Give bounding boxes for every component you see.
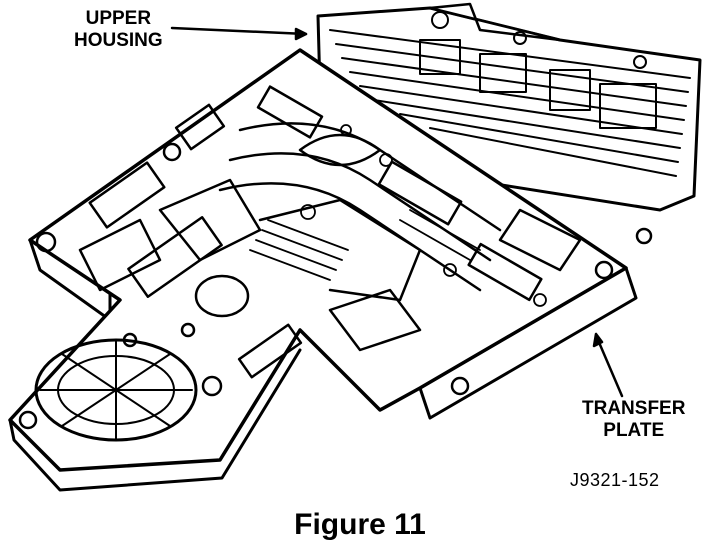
transfer-plate-leader: [592, 332, 624, 398]
lower-plate: [8, 48, 653, 492]
figure-caption: Figure 11: [294, 508, 426, 541]
transfer-plate-label-line2: PLATE: [603, 420, 665, 441]
upper-housing-label-line1: UPPER: [85, 8, 152, 29]
upper-housing-label-line2: HOUSING: [74, 30, 163, 51]
upper-housing-leader: [170, 26, 308, 41]
transfer-plate-label-line1: TRANSFER: [582, 398, 686, 419]
transfer-plate-label: TRANSFER PLATE: [582, 398, 685, 442]
upper-housing-label: UPPER HOUSING: [74, 8, 163, 52]
part-code: J9321-152: [570, 470, 660, 490]
